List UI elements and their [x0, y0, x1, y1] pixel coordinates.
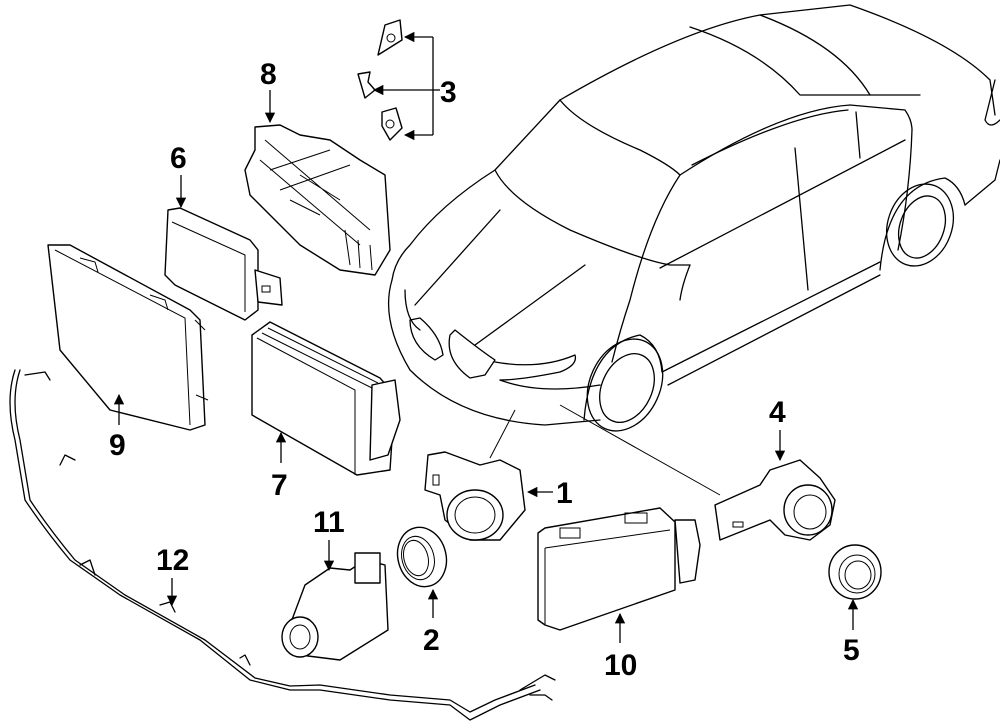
part-6-radar-module[interactable]	[164, 207, 283, 321]
callout-label-12: 12	[156, 544, 189, 577]
part-11-camera[interactable]	[281, 552, 389, 661]
callout-8: 8	[260, 58, 277, 124]
callout-7: 7	[271, 431, 288, 502]
callout-4: 4	[769, 396, 786, 462]
callout-10: 10	[604, 612, 637, 682]
part-2-retaining-ring[interactable]	[391, 522, 453, 592]
part-12-wiring-harness[interactable]	[9, 369, 556, 721]
part-4-parking-sensor[interactable]	[714, 459, 836, 541]
car-illustration	[387, 4, 1000, 496]
callout-label-11: 11	[313, 506, 345, 539]
callout-label-8: 8	[260, 58, 277, 91]
callout-label-4: 4	[769, 396, 786, 429]
callout-label-6: 6	[170, 142, 187, 175]
callout-9: 9	[109, 393, 126, 462]
callout-2: 2	[423, 588, 440, 657]
part-7-control-module[interactable]	[251, 321, 401, 476]
callout-11: 11	[313, 506, 345, 572]
callout-3: 3	[440, 76, 457, 109]
callout-5: 5	[843, 598, 860, 667]
part-1-parking-sensor[interactable]	[424, 451, 526, 541]
part-9-cover-panel[interactable]	[47, 244, 209, 431]
callout-label-7: 7	[271, 469, 288, 502]
part-5-retaining-ring[interactable]	[828, 544, 882, 600]
callout-label-2: 2	[423, 624, 440, 657]
callout-label-3: 3	[440, 76, 457, 109]
part-3-brackets[interactable]	[357, 19, 440, 141]
callout-6: 6	[170, 142, 187, 209]
part-10-park-assist-module[interactable]	[537, 507, 701, 631]
part-8-bracket[interactable]	[244, 124, 391, 276]
callout-label-5: 5	[843, 634, 860, 667]
callout-label-9: 9	[109, 429, 126, 462]
callout-12: 12	[156, 544, 189, 607]
callout-1: 1	[526, 477, 573, 510]
callout-label-10: 10	[604, 649, 637, 682]
callout-label-1: 1	[556, 477, 573, 510]
